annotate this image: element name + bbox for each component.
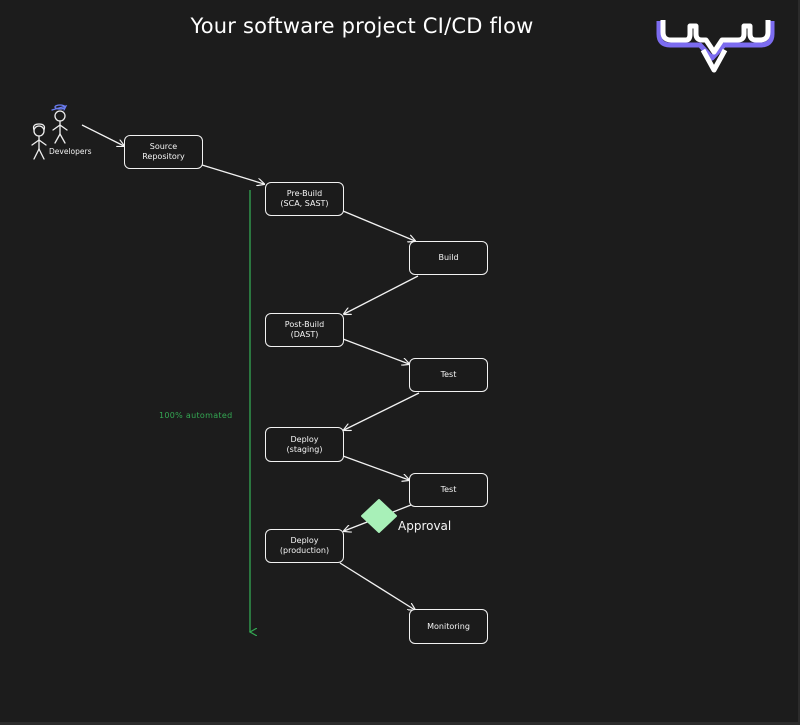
diagram-title: Your software project CI/CD flow [190,14,534,38]
edge-source-to-prebuild [201,164,264,184]
approval-label: Approval [398,519,452,533]
node-test-1[interactable]: Test [409,358,488,392]
node-deploy-staging[interactable]: Deploy (staging) [265,427,344,462]
node-deploy-production[interactable]: Deploy (production) [265,529,344,563]
edge-staging-to-test [342,455,409,480]
automation-label: 100% automated [159,411,233,420]
node-build[interactable]: Build [409,241,488,275]
approval-diamond [361,499,397,533]
edge-production-to-monitoring [339,562,415,610]
edge-prebuild-to-build [342,210,415,241]
node-monitoring[interactable]: Monitoring [409,609,488,644]
node-pre-build[interactable]: Pre-Build (SCA, SAST) [265,182,344,216]
edge-test-to-staging [344,392,420,430]
node-post-build[interactable]: Post-Build (DAST) [265,313,344,347]
developers-label: Developers [49,147,92,156]
node-source-repository[interactable]: Source Repository [124,135,203,169]
node-test-2[interactable]: Test [409,473,488,507]
edge-postbuild-to-test [342,338,409,364]
edge-build-to-postbuild [344,275,419,314]
edge-developers-to-source [81,124,124,146]
